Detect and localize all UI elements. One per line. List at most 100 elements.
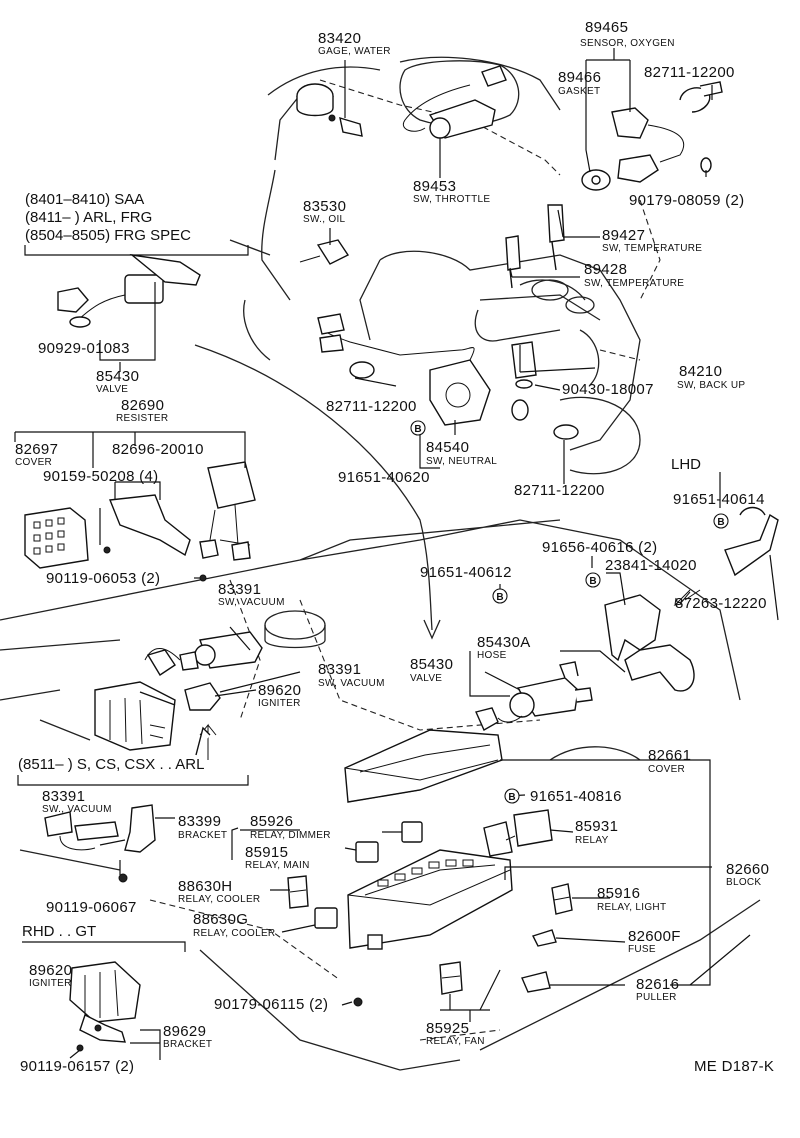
- part-name: RELAY: [575, 835, 609, 846]
- part-number: 89427: [602, 227, 645, 244]
- part-number: 91651-40612: [420, 564, 512, 581]
- part-name: BRACKET: [178, 830, 227, 841]
- part-number: 82696-20010: [112, 441, 204, 458]
- part-number: 83420: [318, 30, 361, 47]
- resister-cover: [24, 461, 256, 582]
- oxygen-sensor: [581, 107, 712, 191]
- callout-b-40614: B: [713, 513, 729, 529]
- part-number: 90179-08059 (2): [629, 192, 744, 209]
- part-name: COVER: [648, 764, 685, 775]
- neutral-switch: [317, 313, 579, 440]
- part-name: RELAY, DIMMER: [250, 830, 331, 841]
- group-saa-line2: (8411– ) ARL, FRG: [25, 209, 152, 226]
- part-number: 90159-50208 (4): [43, 468, 158, 485]
- part-number: 83530: [303, 198, 346, 215]
- part-number: 82697: [15, 441, 58, 458]
- part-name: FUSE: [628, 944, 656, 955]
- part-name: GAGE, WATER: [318, 46, 391, 57]
- callout-b-40620: B: [410, 420, 426, 436]
- part-name: SW, VACUUM: [218, 597, 285, 608]
- part-number: 83391: [42, 788, 85, 805]
- part-labels: 83420 GAGE, WATER 89465 SENSOR, OXYGEN 8…: [15, 19, 774, 1075]
- group-headers: (8401–8410) SAA (8411– ) ARL, FRG (8504–…: [18, 191, 701, 940]
- part-number: 85925: [426, 1020, 469, 1037]
- group-lhd: LHD: [671, 456, 701, 473]
- part-number: 87263-12220: [675, 595, 767, 612]
- part-name: SW., VACUUM: [42, 804, 112, 815]
- group-saa-line3: (8504–8505) FRG SPEC: [25, 227, 191, 244]
- part-number: 84210: [679, 363, 722, 380]
- pointer-arrows: [195, 589, 691, 760]
- part-number: 85916: [597, 885, 640, 902]
- part-number: 91651-40816: [530, 788, 622, 805]
- part-number: 90119-06157 (2): [20, 1058, 134, 1075]
- part-name: SENSOR, OXYGEN: [580, 38, 675, 49]
- part-number: 90430-18007: [562, 381, 654, 398]
- relay-block-cover: [344, 729, 503, 803]
- water-gage-sensor: [296, 83, 363, 137]
- part-number: 82711-12200: [326, 398, 417, 415]
- part-number: 91656-40616 (2): [542, 539, 657, 556]
- part-number: 90179-06115 (2): [214, 996, 328, 1013]
- part-name: IGNITER: [29, 978, 72, 989]
- svg-text:B: B: [717, 517, 724, 528]
- part-number: 90929-01083: [38, 340, 130, 357]
- vacuum-valve-upper: [57, 253, 201, 328]
- relays: [287, 809, 573, 1007]
- part-name: BLOCK: [726, 877, 761, 888]
- part-name: VALVE: [96, 384, 128, 395]
- part-number: 90119-06067: [46, 899, 137, 916]
- part-name: SW., OIL: [303, 214, 346, 225]
- part-name: SW, BACK UP: [677, 380, 745, 391]
- part-name: SW, TEMPERATURE: [602, 243, 702, 254]
- part-name: SW, THROTTLE: [413, 194, 490, 205]
- valve-hose: [475, 661, 593, 731]
- relay-block: [347, 849, 513, 950]
- part-name: SW, TEMPERATURE: [584, 278, 684, 289]
- part-name: SW, VACUUM: [318, 678, 385, 689]
- svg-text:B: B: [589, 576, 596, 587]
- part-name: RESISTER: [116, 413, 168, 424]
- igniter-rhd: [69, 961, 141, 1052]
- part-number: 89453: [413, 178, 456, 195]
- oil-switch: [299, 239, 350, 265]
- part-number: 89620: [258, 682, 301, 699]
- part-name: PULLER: [636, 992, 677, 1003]
- part-number: 89465: [585, 19, 628, 36]
- group-saa-line1: (8401–8410) SAA: [25, 191, 144, 208]
- part-number: 85430: [96, 368, 139, 385]
- svg-text:B: B: [508, 792, 515, 803]
- part-number: 89428: [584, 261, 627, 278]
- part-number: 89629: [163, 1023, 206, 1040]
- part-number: 90119-06053 (2): [46, 570, 160, 587]
- part-name: RELAY, COOLER: [193, 928, 275, 939]
- part-number: 85926: [250, 813, 293, 830]
- callout-b-40816: B: [504, 788, 520, 804]
- part-number: 82660: [726, 861, 769, 878]
- part-number: 89620: [29, 962, 72, 979]
- part-name: VALVE: [410, 673, 442, 684]
- igniter-left: [94, 681, 176, 751]
- part-number: 89466: [558, 69, 601, 86]
- callout-b-40616: B: [585, 572, 601, 588]
- throttle-switch: [402, 65, 507, 139]
- part-number: 88630G: [193, 911, 248, 928]
- vacuum-switch-bracket-arl: [44, 804, 156, 883]
- hose-clamp-top: [679, 81, 723, 113]
- group-rhd-gt: RHD . . GT: [22, 923, 96, 940]
- part-number: 83399: [178, 813, 221, 830]
- temperature-switches: [505, 204, 565, 289]
- part-number: 91651-40614: [673, 491, 765, 508]
- part-name: COVER: [15, 457, 52, 468]
- svg-text:B: B: [496, 592, 503, 603]
- part-number: 85430: [410, 656, 453, 673]
- part-name: RELAY, FAN: [426, 1036, 485, 1047]
- part-number: 82661: [648, 747, 691, 764]
- part-number: 91651-40620: [338, 469, 430, 486]
- part-name: SW, NEUTRAL: [426, 456, 497, 467]
- part-name: RELAY, MAIN: [245, 860, 310, 871]
- part-number: 83391: [218, 581, 261, 598]
- part-number: 23841-14020: [605, 557, 697, 574]
- part-number: 82690: [121, 397, 164, 414]
- part-name: GASKET: [558, 86, 600, 97]
